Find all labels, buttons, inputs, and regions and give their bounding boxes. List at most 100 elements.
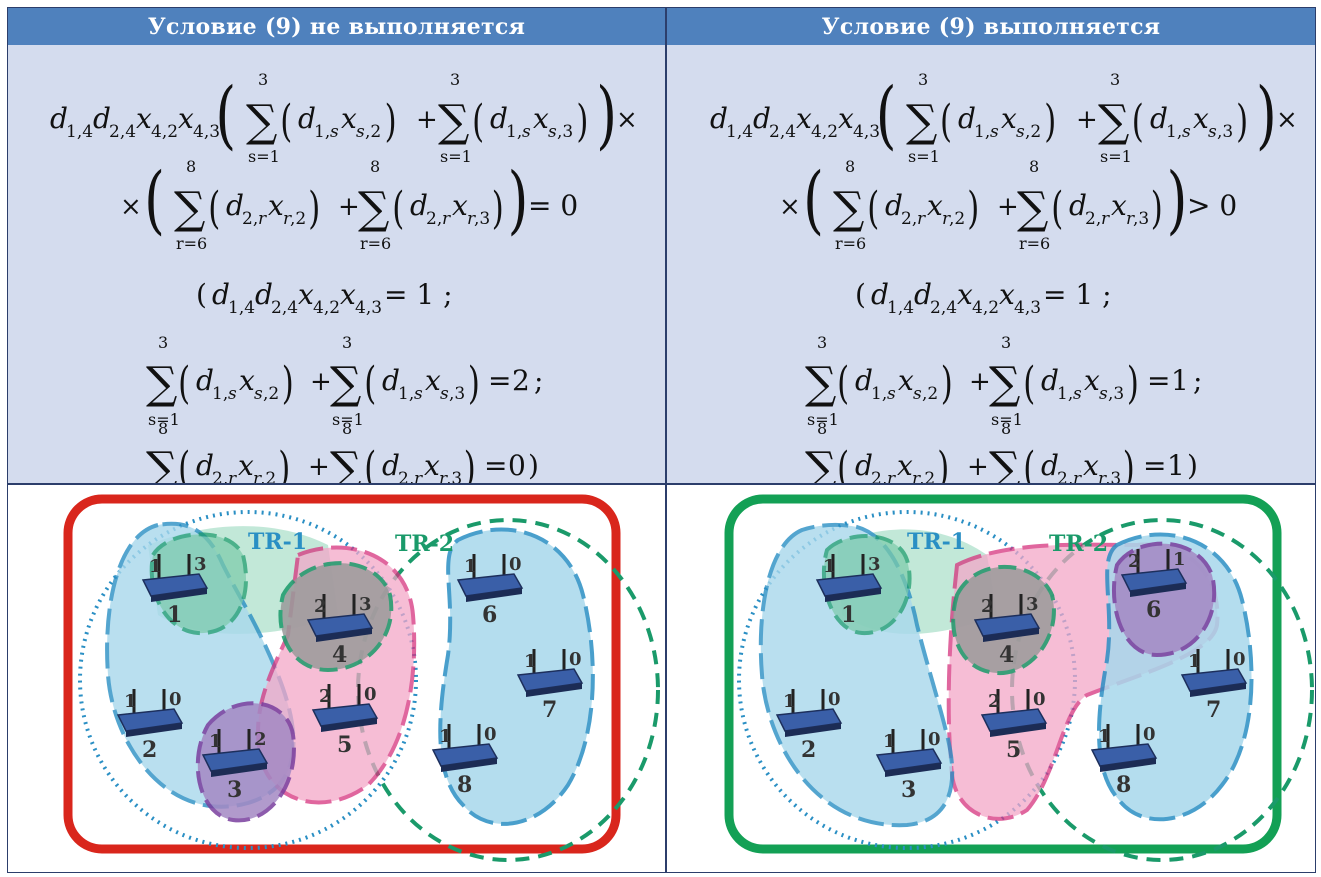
svg-text:4,2: 4,2: [811, 122, 838, 142]
svg-text:×: ×: [1276, 105, 1298, 135]
svg-text:∑: ∑: [358, 183, 389, 234]
formula-right-line5: 8 ∑ r=6 ( d2,r xr,2 ) + 8 ∑ r=6 ( d2,r x…: [805, 419, 1198, 483]
svg-text:4,3: 4,3: [355, 298, 382, 318]
formula-right-sum1-value: 1: [1171, 364, 1189, 397]
router-base: [321, 718, 377, 732]
svg-text:d: d: [50, 102, 68, 135]
node-id: 3: [227, 777, 242, 803]
svg-text:): ): [1123, 442, 1135, 483]
svg-text:,2: ,2: [290, 209, 306, 229]
node-weight-b: 0: [1143, 724, 1156, 745]
svg-text:= 1 ;: = 1 ;: [384, 278, 453, 311]
svg-text:r: r: [439, 469, 448, 483]
node-weight-a: 1: [1188, 651, 1201, 672]
node-id: 6: [482, 602, 497, 628]
svg-text:x: x: [1001, 102, 1017, 135]
svg-text:x: x: [239, 364, 255, 397]
svg-text:): ): [1044, 95, 1056, 146]
svg-text:,2: ,2: [922, 384, 938, 404]
svg-text:,3: ,3: [449, 384, 465, 404]
node-weight-a: 1: [823, 556, 836, 577]
tr2-boundary: [356, 518, 660, 862]
svg-text:3: 3: [450, 70, 460, 89]
svg-text:∑: ∑: [174, 183, 205, 234]
formula-left-relation: = 0: [528, 189, 578, 222]
svg-text:r: r: [467, 209, 476, 229]
svg-text:∑: ∑: [146, 358, 177, 409]
svg-text:(: (: [803, 157, 824, 243]
svg-text:2,: 2,: [901, 209, 917, 229]
node-weight-b: 1: [1173, 549, 1186, 570]
svg-text:2,: 2,: [1085, 209, 1101, 229]
svg-text:=: =: [484, 449, 507, 482]
svg-text:(: (: [178, 357, 190, 408]
svg-text:): ): [1187, 449, 1198, 482]
svg-text:): ): [282, 357, 294, 408]
svg-text:8: 8: [1029, 157, 1039, 176]
svg-text:x: x: [999, 278, 1015, 311]
svg-text:8: 8: [370, 157, 380, 176]
svg-text:x: x: [1083, 449, 1099, 482]
node-weight-b: 2: [254, 729, 267, 750]
svg-text:d: d: [410, 189, 428, 222]
svg-text:d: d: [490, 102, 508, 135]
svg-text:x: x: [340, 278, 356, 311]
row-divider: [8, 483, 1315, 485]
node-id: 7: [1206, 697, 1221, 723]
svg-text:d: d: [298, 102, 316, 135]
svg-text:r: r: [1101, 209, 1110, 229]
svg-text:2,: 2,: [398, 469, 414, 483]
router-base: [526, 683, 582, 697]
svg-text:;: ;: [534, 364, 543, 397]
node-weight-a: 2: [981, 596, 994, 617]
svg-text:d: d: [753, 102, 771, 135]
svg-text:1,: 1,: [314, 122, 330, 142]
svg-text:2,4: 2,4: [769, 122, 796, 142]
svg-text:): ): [941, 357, 953, 408]
svg-text:=: =: [1143, 449, 1166, 482]
svg-text:(: (: [144, 157, 165, 243]
svg-text:x: x: [424, 449, 440, 482]
svg-text:s: s: [1099, 384, 1108, 404]
svg-text:+: +: [997, 192, 1019, 222]
svg-text:d: d: [885, 189, 903, 222]
svg-text:s=1: s=1: [248, 147, 280, 166]
svg-text:x: x: [796, 102, 812, 135]
svg-text:x: x: [897, 449, 913, 482]
svg-text:r=6: r=6: [1019, 234, 1050, 253]
router-base: [466, 588, 522, 602]
svg-text:d: d: [1041, 449, 1059, 482]
svg-text:): ): [278, 442, 290, 483]
svg-text:(: (: [876, 72, 897, 158]
svg-text:): ): [1236, 95, 1248, 146]
svg-text:+: +: [416, 105, 438, 135]
svg-text:∑: ∑: [246, 96, 277, 147]
svg-text:d: d: [93, 102, 111, 135]
tr1-label: TR-1: [248, 529, 307, 555]
node-id: 2: [142, 737, 157, 763]
svg-text:3: 3: [158, 333, 168, 352]
node-weight-a: 1: [883, 731, 896, 752]
svg-text:s: s: [548, 122, 557, 142]
svg-text:∑: ∑: [833, 183, 864, 234]
svg-text:8: 8: [342, 419, 352, 438]
svg-text:8: 8: [1001, 419, 1011, 438]
svg-text:x: x: [838, 102, 854, 135]
svg-text:(: (: [837, 442, 849, 483]
svg-text:+: +: [969, 367, 991, 397]
router-base: [441, 758, 497, 772]
node-weight-a: 2: [314, 596, 327, 617]
svg-text:8: 8: [817, 419, 827, 438]
svg-text:r: r: [942, 209, 951, 229]
svg-text:r: r: [1126, 209, 1135, 229]
node-id: 8: [457, 772, 472, 798]
svg-text:4,2: 4,2: [151, 122, 178, 142]
svg-text:s=1: s=1: [440, 147, 472, 166]
router-base: [1190, 683, 1246, 697]
svg-text:x: x: [1193, 102, 1209, 135]
